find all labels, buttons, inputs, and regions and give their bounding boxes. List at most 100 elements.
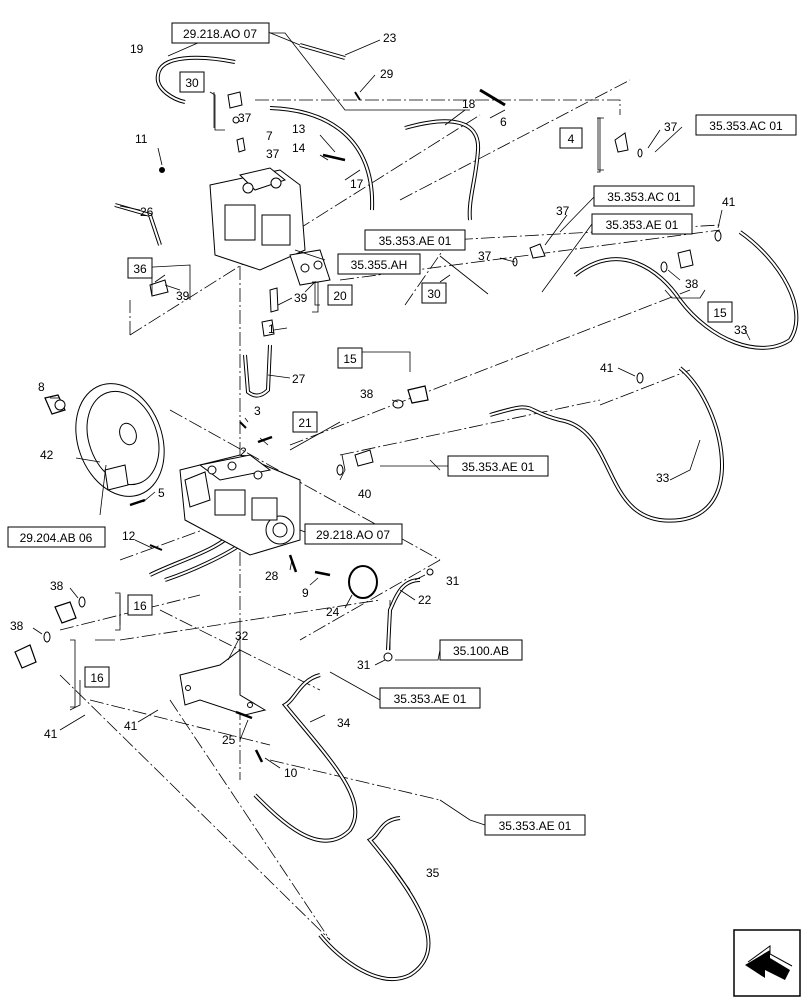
callout-27: 27 bbox=[292, 372, 306, 386]
box-30-mid-label: 30 bbox=[427, 287, 441, 301]
callout-33-upper: 33 bbox=[734, 323, 748, 337]
callout-37-a: 37 bbox=[238, 111, 252, 125]
callout-39-left: 39 bbox=[176, 289, 190, 303]
flywheel-coupling bbox=[75, 383, 165, 497]
bracket-marks bbox=[70, 92, 706, 708]
callout-41-b: 41 bbox=[600, 361, 614, 375]
ref-label: 29.218.AO 07 bbox=[183, 27, 257, 41]
callout-13: 13 bbox=[292, 122, 306, 136]
callout-9: 9 bbox=[302, 586, 309, 600]
box-15-right-label: 15 bbox=[713, 306, 727, 320]
o-ring bbox=[348, 565, 378, 599]
centerlines bbox=[59, 79, 721, 941]
box-15-right: 15 bbox=[707, 301, 733, 323]
ref-35-100-ab[interactable]: 35.100.AB bbox=[439, 639, 523, 661]
callout-37-e: 37 bbox=[478, 249, 492, 263]
ref-label: 35.100.AB bbox=[453, 644, 509, 658]
callout-6: 6 bbox=[500, 115, 507, 129]
ref-35-353-ac-01-right[interactable]: 35.353.AC 01 bbox=[695, 114, 797, 136]
box-21: 21 bbox=[292, 411, 318, 433]
callout-38-lower: 38 bbox=[10, 619, 24, 633]
callout-24: 24 bbox=[326, 605, 340, 619]
ref-35-353-ac-01-mid[interactable]: 35.353.AC 01 bbox=[593, 185, 695, 207]
ref-label: 35.353.AE 01 bbox=[606, 218, 679, 232]
direction-arrow-icon bbox=[733, 929, 801, 997]
callout-1: 1 bbox=[268, 322, 275, 336]
callout-31-top: 31 bbox=[446, 574, 460, 588]
callout-39-right: 39 bbox=[294, 291, 308, 305]
callout-35: 35 bbox=[426, 866, 440, 880]
callout-numbers: 1 2 3 5 6 7 8 9 10 11 12 13 14 17 18 19 … bbox=[10, 31, 748, 880]
callout-41-c: 41 bbox=[124, 719, 138, 733]
ref-29-218-ao-07-top[interactable]: 29.218.AO 07 bbox=[171, 22, 270, 44]
boxed-item-numbers: 30 4 36 20 30 15 15 21 bbox=[84, 71, 733, 688]
callout-19: 19 bbox=[130, 42, 144, 56]
ref-label: 35.355.AH bbox=[351, 258, 408, 272]
box-21-label: 21 bbox=[298, 416, 312, 430]
callout-32: 32 bbox=[235, 629, 249, 643]
callout-22: 22 bbox=[418, 593, 432, 607]
callout-33-lower: 33 bbox=[656, 471, 670, 485]
callout-26: 26 bbox=[140, 205, 154, 219]
ref-35-353-ae-01-low[interactable]: 35.353.AE 01 bbox=[379, 687, 481, 709]
ref-35-353-ae-01-mid1[interactable]: 35.353.AE 01 bbox=[591, 213, 693, 235]
box-20: 20 bbox=[327, 284, 353, 306]
ref-label: 29.204.AB 06 bbox=[20, 531, 93, 545]
callout-18: 18 bbox=[462, 97, 476, 111]
box-30-label: 30 bbox=[185, 76, 199, 90]
callout-8: 8 bbox=[38, 380, 45, 394]
callout-34: 34 bbox=[337, 716, 351, 730]
box-20-label: 20 bbox=[333, 289, 347, 303]
ref-label: 35.353.AC 01 bbox=[607, 190, 681, 204]
ref-label: 29.218.AO 07 bbox=[316, 528, 390, 542]
hydrostatic-pump bbox=[179, 454, 301, 556]
callout-38-right: 38 bbox=[685, 277, 699, 291]
ref-label: 35.353.AE 01 bbox=[394, 692, 467, 706]
callout-41-a: 41 bbox=[722, 195, 736, 209]
callout-37-b: 37 bbox=[266, 147, 280, 161]
callout-2: 2 bbox=[240, 445, 247, 459]
box-16-upper-label: 16 bbox=[133, 599, 147, 613]
callout-23: 23 bbox=[383, 31, 397, 45]
box-30-mid: 30 bbox=[421, 282, 447, 304]
ref-label: 35.353.AE 01 bbox=[462, 460, 535, 474]
callout-12: 12 bbox=[122, 529, 136, 543]
bracket bbox=[179, 649, 267, 716]
callout-14: 14 bbox=[292, 141, 306, 155]
ref-29-218-ao-07-mid[interactable]: 29.218.AO 07 bbox=[304, 523, 403, 545]
ref-35-353-ae-01-left[interactable]: 35.353.AE 01 bbox=[364, 229, 466, 251]
box-16-upper: 16 bbox=[127, 594, 153, 616]
callout-11: 11 bbox=[135, 132, 148, 146]
ref-label: 35.353.AE 01 bbox=[379, 234, 452, 248]
reference-boxes: 29.218.AO 07 35.353.AC 01 35.353.AC 01 3… bbox=[7, 22, 797, 836]
box-4: 4 bbox=[559, 127, 583, 149]
box-36: 36 bbox=[127, 257, 153, 279]
box-4-label: 4 bbox=[568, 132, 575, 146]
callout-38-upper: 38 bbox=[50, 579, 64, 593]
ref-29-204-ab-06[interactable]: 29.204.AB 06 bbox=[7, 526, 106, 548]
box-16-lower: 16 bbox=[84, 666, 110, 688]
ref-35-353-ae-01-bottom[interactable]: 35.353.AE 01 bbox=[484, 814, 586, 836]
box-16-lower-label: 16 bbox=[90, 671, 104, 685]
callout-38-mid: 38 bbox=[360, 387, 374, 401]
callout-25: 25 bbox=[222, 733, 236, 747]
callout-3: 3 bbox=[254, 404, 261, 418]
box-15-mid: 15 bbox=[337, 347, 363, 369]
leader-lines bbox=[32, 31, 751, 891]
ref-35-355-ah[interactable]: 35.355.AH bbox=[337, 253, 421, 275]
ref-label: 35.353.AC 01 bbox=[709, 119, 783, 133]
callout-29: 29 bbox=[380, 67, 394, 81]
box-30-top: 30 bbox=[179, 71, 205, 93]
callout-10: 10 bbox=[284, 766, 298, 780]
ref-35-353-ae-01-mid2[interactable]: 35.353.AE 01 bbox=[447, 455, 549, 477]
fittings bbox=[14, 88, 722, 763]
callout-40: 40 bbox=[358, 487, 372, 501]
control-valve-block bbox=[209, 167, 331, 286]
callout-7: 7 bbox=[266, 129, 273, 143]
callout-41-d: 41 bbox=[44, 727, 58, 741]
callout-42: 42 bbox=[40, 448, 54, 462]
callout-37-c: 37 bbox=[664, 120, 678, 134]
box-36-label: 36 bbox=[133, 262, 147, 276]
